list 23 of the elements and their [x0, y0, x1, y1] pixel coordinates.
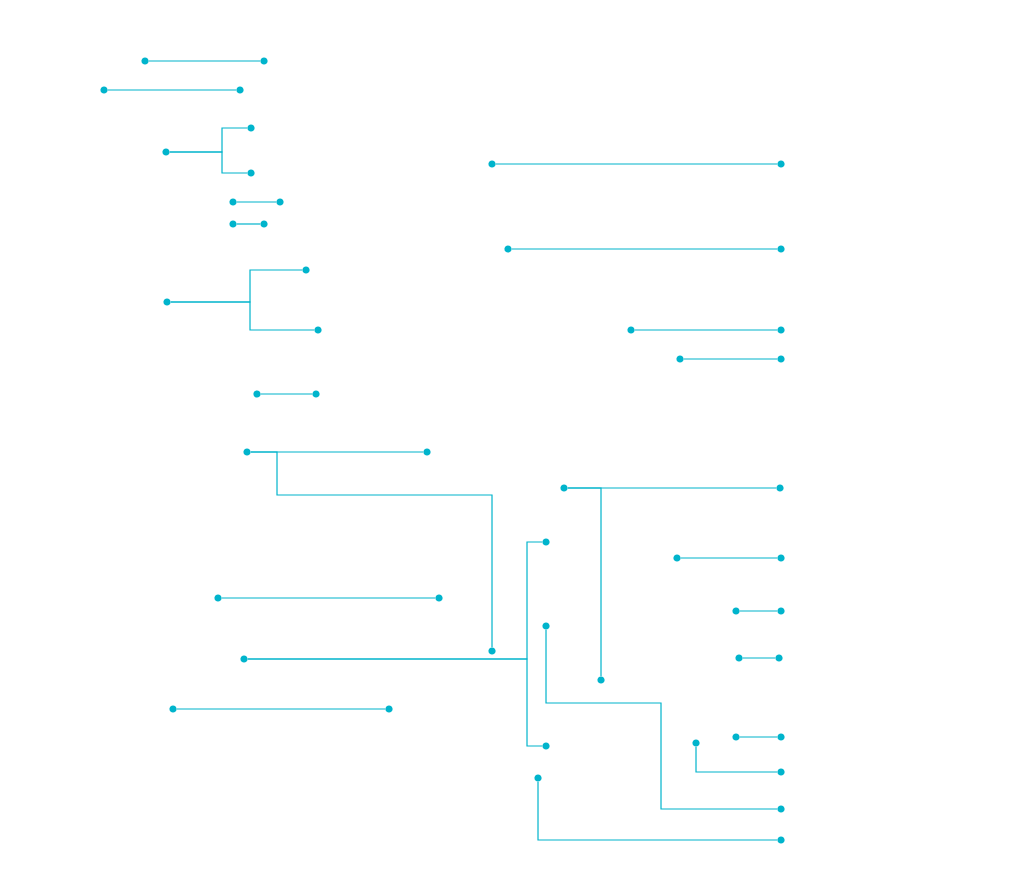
leader-line: [247, 658, 543, 747]
leader-line: [683, 358, 778, 360]
leader-line: [250, 451, 493, 648]
leader-line: [495, 163, 778, 165]
leader-line: [169, 151, 248, 174]
leader-line: [680, 557, 778, 559]
leader-line: [170, 301, 315, 331]
leader-line: [260, 393, 313, 395]
leader-line: [148, 60, 261, 62]
leader-line: [221, 597, 436, 599]
leader-line: [739, 610, 778, 612]
leader-line: [545, 629, 778, 810]
leader-line: [236, 223, 261, 225]
leader-line: [107, 89, 237, 91]
leader-line: [176, 708, 386, 710]
leader-line: [537, 781, 778, 841]
leader-line: [567, 487, 602, 677]
leader-line: [236, 201, 277, 203]
leader-line: [695, 746, 778, 773]
leader-line: [739, 736, 778, 738]
leader-line: [742, 657, 776, 659]
leader-line: [634, 329, 778, 331]
leader-line: [511, 248, 778, 250]
